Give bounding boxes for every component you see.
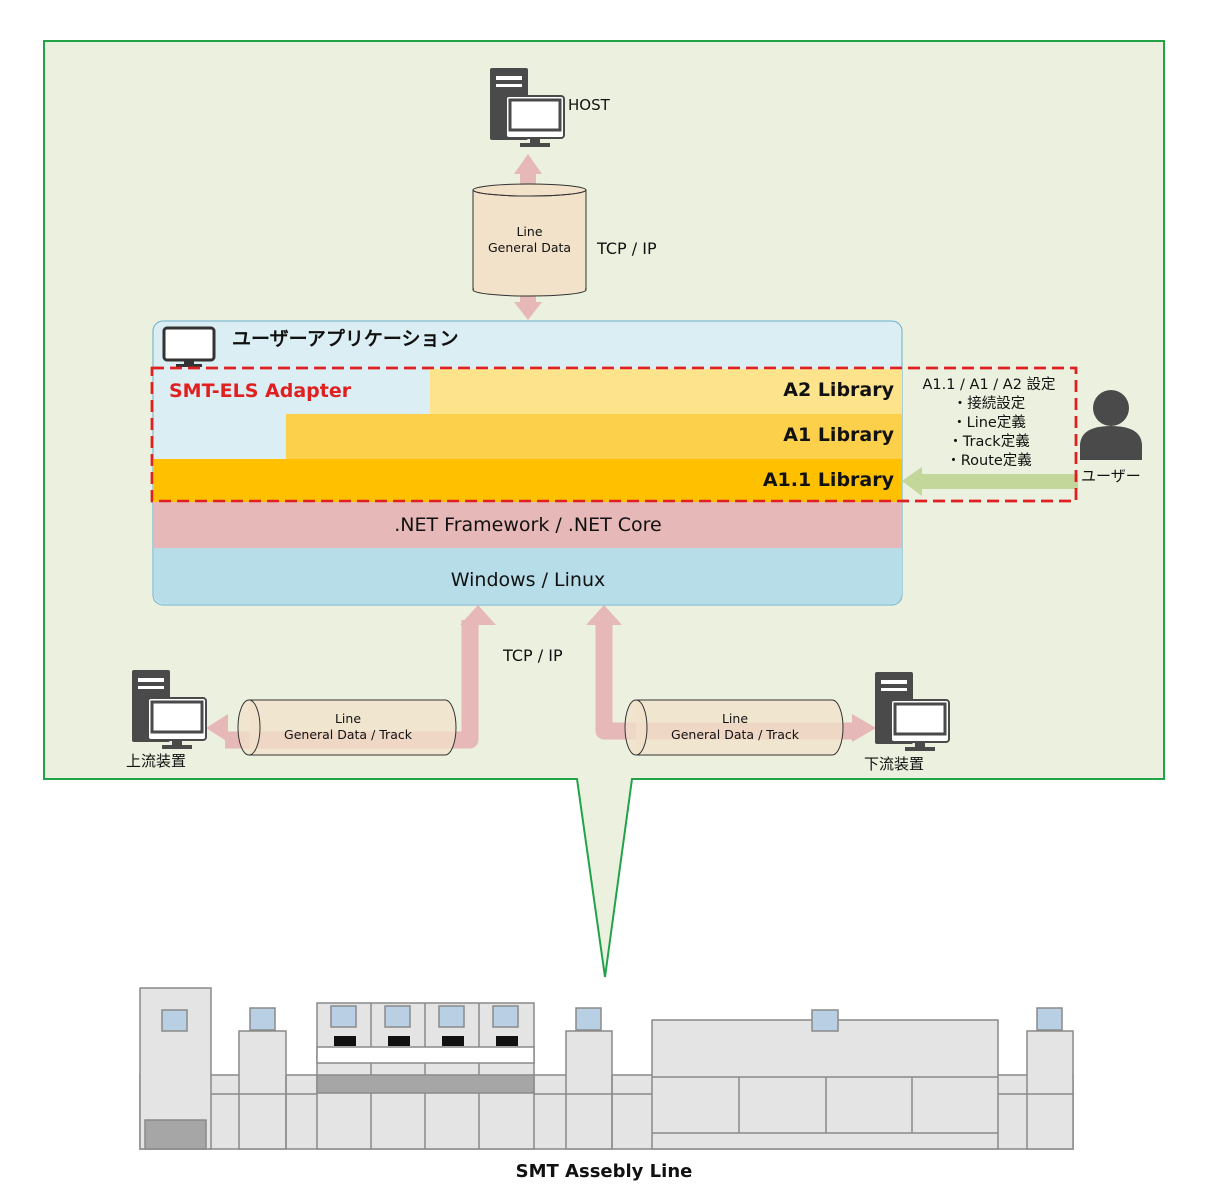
smt-line-label: SMT Assebly Line [515,1161,693,1182]
app-title: ユーザーアプリケーション [232,328,459,350]
tcp-top-label: TCP / IP [597,239,657,258]
a11-library-label: A1.1 Library [762,469,894,491]
top-db-line2: General Data [487,240,572,255]
tcp-bottom-label: TCP / IP [503,646,563,665]
upstream-label: 上流装置 [126,752,187,770]
settings-title: A1.1 / A1 / A2 設定 [922,377,1056,393]
top-database-cylinder [472,183,587,297]
user-label: ユーザー [1081,467,1141,485]
settings-item: ・接続設定 [952,396,1026,412]
settings-item: ・Line定義 [952,415,1026,431]
dotnet-layer: .NET Framework / .NET Core [154,502,902,548]
downstream-pipe [624,699,844,756]
upstream-pipe-line1: Line [334,711,362,726]
host-label: HOST [568,96,610,114]
smt-line-illustration [139,987,1074,1150]
downstream-label: 下流装置 [864,755,925,773]
downstream-computer-icon [875,672,950,751]
a2-library-layer: A2 Library [430,369,902,414]
monitor-icon [162,326,216,367]
a1-library-label: A1 Library [783,424,894,446]
settings-list: A1.1 / A1 / A2 設定 ・接続設定 ・Line定義 ・Track定義… [906,376,1072,471]
upstream-pipe-line2: General Data / Track [284,727,412,742]
a1-library-layer: A1 Library [286,414,902,459]
top-db-text: Line General Data [473,224,586,256]
os-layer: Windows / Linux [154,548,902,604]
host-computer-icon [490,68,565,147]
a2-library-label: A2 Library [783,379,894,401]
downstream-pipe-line2: General Data / Track [671,727,799,742]
upstream-pipe [237,699,457,756]
downstream-pipe-text: Line General Data / Track [649,711,821,743]
user-person-icon [1080,390,1142,460]
upstream-computer-icon [132,670,207,749]
a11-library-layer: A1.1 Library [154,459,902,502]
top-db-line1: Line [516,224,543,239]
settings-item: ・Track定義 [948,434,1030,450]
settings-item: ・Route定義 [946,453,1032,469]
upstream-pipe-text: Line General Data / Track [262,711,434,743]
downstream-pipe-line1: Line [721,711,749,726]
os-label: Windows / Linux [450,569,606,591]
dotnet-label: .NET Framework / .NET Core [394,514,662,536]
adapter-label: SMT-ELS Adapter [169,380,352,402]
